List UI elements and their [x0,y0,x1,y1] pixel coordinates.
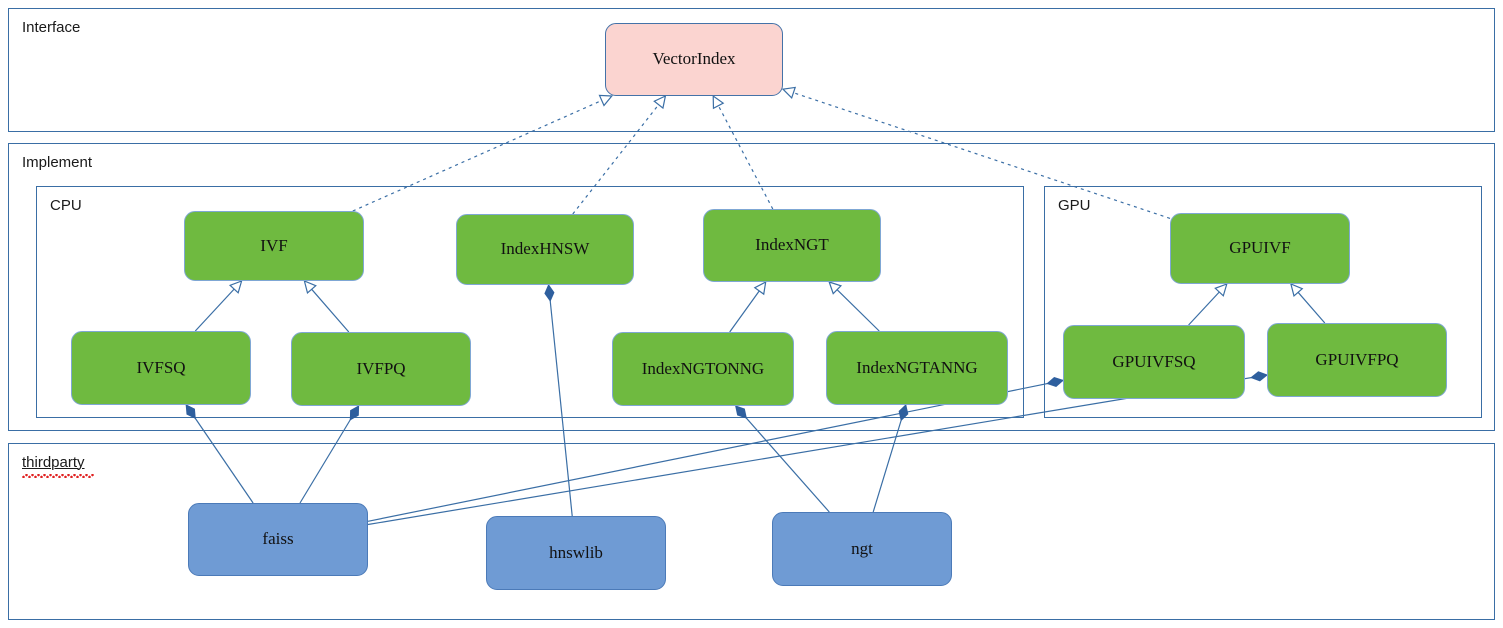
container-label-thirdparty: thirdparty [22,454,85,471]
node-gpuivf[interactable]: GPUIVF [1170,213,1350,284]
node-ivf[interactable]: IVF [184,211,364,281]
container-label-cpu: CPU [50,197,82,214]
node-ivfsq[interactable]: IVFSQ [71,331,251,405]
node-gpuivfsq[interactable]: GPUIVFSQ [1063,325,1245,399]
node-ngt[interactable]: ngt [772,512,952,586]
container-label-gpu: GPU [1058,197,1091,214]
node-gpuivfpq[interactable]: GPUIVFPQ [1267,323,1447,397]
node-indexngtonng[interactable]: IndexNGTONNG [612,332,794,406]
node-indexngtanng[interactable]: IndexNGTANNG [826,331,1008,405]
container-label-implement: Implement [22,154,93,171]
node-vectorindex[interactable]: VectorIndex [605,23,783,96]
node-faiss[interactable]: faiss [188,503,368,576]
node-ivfpq[interactable]: IVFPQ [291,332,471,406]
node-hnswlib[interactable]: hnswlib [486,516,666,590]
node-indexhnsw[interactable]: IndexHNSW [456,214,634,285]
spellcheck-squiggle-thirdparty [22,474,94,478]
container-label-interface: Interface [22,19,81,36]
node-indexngt[interactable]: IndexNGT [703,209,881,282]
